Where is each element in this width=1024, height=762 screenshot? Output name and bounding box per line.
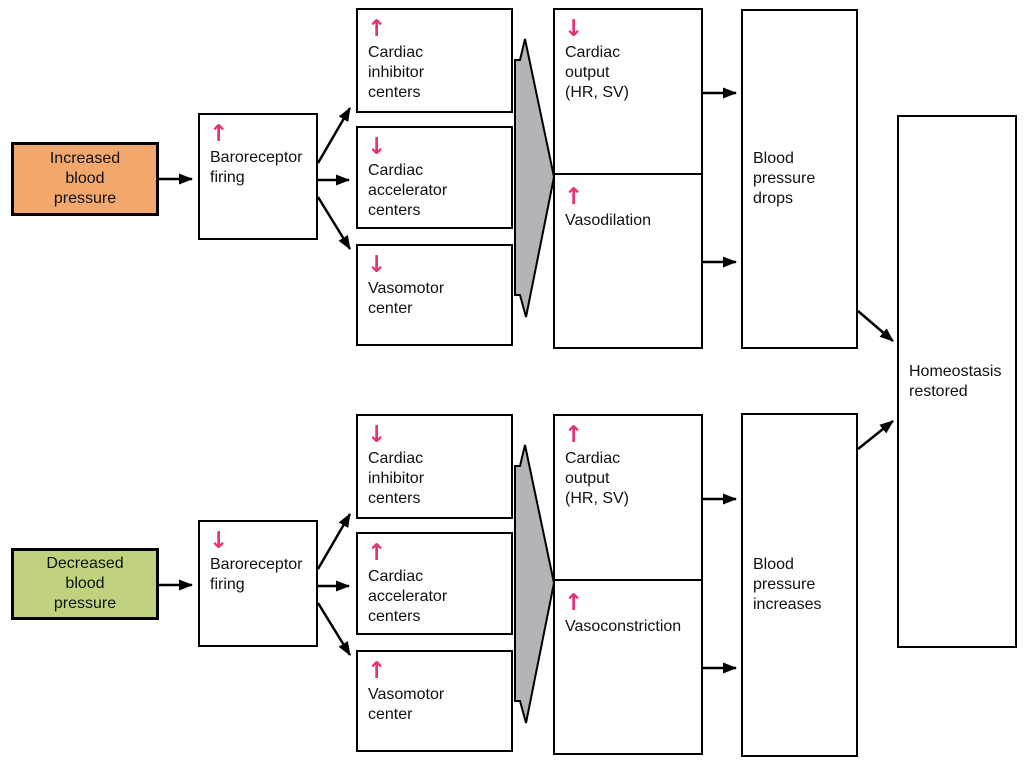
vasoconstriction-section: ↑ Vasoconstriction <box>555 581 701 753</box>
blood-pressure-drops-box: Blood pressure drops <box>741 9 858 349</box>
decreased-blood-pressure-box: Decreased blood pressure <box>11 548 159 620</box>
down-arrow-icon: ↓ <box>367 134 387 160</box>
down-arrow-icon: ↓ <box>209 528 229 554</box>
homeostasis-restored-label: Homeostasis restored <box>909 362 1002 400</box>
up-arrow-icon: ↑ <box>367 658 387 684</box>
vasomotor-center-box-bottom: ↑ Vasomotor center <box>356 650 513 752</box>
up-arrow-icon: ↑ <box>209 121 229 147</box>
baroreceptor-firing-box-top: ↑ Baroreceptor firing <box>198 113 318 240</box>
gray-funnel-arrow-bottom <box>514 444 556 724</box>
cardiac-inhibitor-centers-label-top: Cardiac inhibitor centers <box>368 44 425 101</box>
arrow-baroreceptor-to-vasomotor-bottom <box>316 602 352 656</box>
down-arrow-icon: ↓ <box>367 422 387 448</box>
down-arrow-icon: ↓ <box>564 16 584 42</box>
cardiac-inhibitor-centers-label-bottom: Cardiac inhibitor centers <box>368 450 425 507</box>
cardiac-accelerator-centers-box-top: ↓ Cardiac accelerator centers <box>356 126 513 229</box>
baroreceptor-firing-box-bottom: ↓ Baroreceptor firing <box>198 520 318 647</box>
up-arrow-icon: ↑ <box>367 16 387 42</box>
cardiac-accelerator-centers-box-bottom: ↑ Cardiac accelerator centers <box>356 532 513 635</box>
increased-blood-pressure-box: Increased blood pressure <box>11 142 159 216</box>
cardiac-output-label-top: Cardiac output (HR, SV) <box>565 44 629 101</box>
cardiac-output-section-bottom: ↑ Cardiac output (HR, SV) <box>555 416 701 581</box>
blood-pressure-increases-label: Blood pressure increases <box>753 556 822 613</box>
arrow-baroreceptor-to-inhibitor-bottom <box>316 513 352 570</box>
cardiac-inhibitor-centers-box-bottom: ↓ Cardiac inhibitor centers <box>356 414 513 519</box>
vasodilation-label: Vasodilation <box>565 212 651 229</box>
increased-blood-pressure-label: Increased blood pressure <box>49 150 121 207</box>
arrow-baroreceptor-to-inhibitor-top <box>316 107 352 164</box>
cardiac-output-section-top: ↓ Cardiac output (HR, SV) <box>555 10 701 175</box>
cardiac-accelerator-centers-label-top: Cardiac accelerator centers <box>368 162 448 219</box>
arrow-bp-drops-to-homeostasis <box>857 310 894 342</box>
arrow-bp-increases-to-homeostasis <box>857 420 894 450</box>
cardiac-output-label-bottom: Cardiac output (HR, SV) <box>565 450 629 507</box>
up-arrow-icon: ↑ <box>367 540 387 566</box>
blood-pressure-drops-label: Blood pressure drops <box>753 150 816 207</box>
baroreceptor-firing-label-top: Baroreceptor firing <box>210 149 303 186</box>
up-arrow-icon: ↑ <box>564 184 584 210</box>
baroreceptor-firing-label-bottom: Baroreceptor firing <box>210 556 303 593</box>
blood-pressure-increases-box: Blood pressure increases <box>741 413 858 757</box>
gray-funnel-arrow-top <box>514 38 556 318</box>
effector-response-box-bottom: ↑ Cardiac output (HR, SV) ↑ Vasoconstric… <box>553 414 703 755</box>
down-arrow-icon: ↓ <box>367 252 387 278</box>
vasomotor-center-label-top: Vasomotor center <box>368 280 445 317</box>
up-arrow-icon: ↑ <box>564 422 584 448</box>
vasoconstriction-label: Vasoconstriction <box>565 618 682 635</box>
homeostasis-restored-box: Homeostasis restored <box>897 115 1017 648</box>
cardiac-accelerator-centers-label-bottom: Cardiac accelerator centers <box>368 568 448 625</box>
vasomotor-center-label-bottom: Vasomotor center <box>368 686 445 723</box>
effector-response-box-top: ↓ Cardiac output (HR, SV) ↑ Vasodilation <box>553 8 703 349</box>
up-arrow-icon: ↑ <box>564 590 584 616</box>
decreased-blood-pressure-label: Decreased blood pressure <box>46 555 124 612</box>
vasodilation-section: ↑ Vasodilation <box>555 175 701 347</box>
vasomotor-center-box-top: ↓ Vasomotor center <box>356 244 513 346</box>
cardiac-inhibitor-centers-box-top: ↑ Cardiac inhibitor centers <box>356 8 513 113</box>
arrow-baroreceptor-to-vasomotor-top <box>316 196 352 250</box>
